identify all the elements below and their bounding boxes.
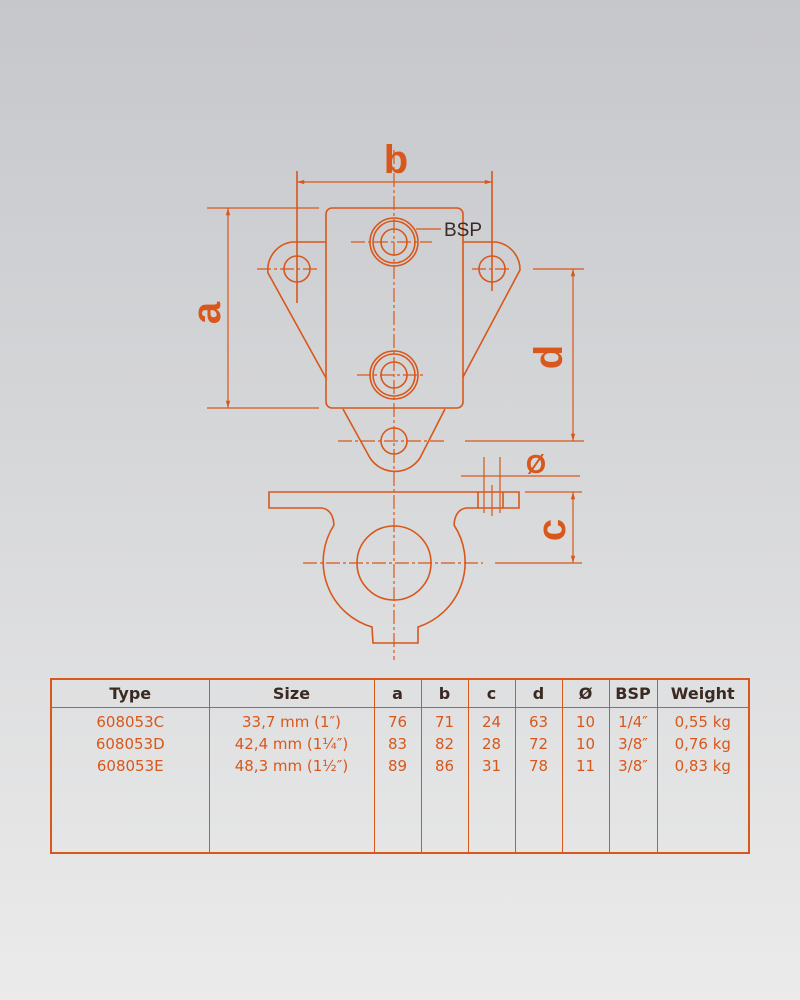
cell-b: 86 — [434, 757, 455, 775]
column-size: 33,7 mm (1″) 42,4 mm (1¼″) 48,3 mm (1½″) — [208, 707, 375, 853]
dimension-d-label: d — [527, 345, 571, 369]
technical-drawing: b a d c Ø BSP — [185, 138, 584, 660]
cell-weight: 0,83 kg — [674, 757, 731, 775]
header-size: Size — [208, 678, 375, 708]
cell-c: 28 — [481, 735, 502, 753]
cell-bsp: 1/4″ — [618, 713, 648, 731]
cell-size: 48,3 mm (1½″) — [234, 757, 349, 775]
dimension-b-label: b — [384, 138, 408, 182]
dimension-c-label: c — [530, 519, 574, 541]
cell-bsp: 3/8″ — [618, 735, 648, 753]
cell-d: 78 — [528, 757, 549, 775]
cell-bsp: 3/8″ — [618, 757, 648, 775]
column-b: 71 82 86 — [420, 707, 469, 853]
cell-a: 89 — [387, 757, 408, 775]
cell-d: 63 — [528, 713, 549, 731]
table-header-row: Type Size a b c d Ø BSP Weight — [50, 678, 750, 708]
column-c: 24 28 31 — [467, 707, 516, 853]
header-b: b — [420, 678, 469, 708]
cell-a: 83 — [387, 735, 408, 753]
cell-diameter: 10 — [575, 735, 596, 753]
cell-size: 42,4 mm (1¼″) — [234, 735, 349, 753]
left-flange — [267, 241, 327, 379]
cell-type: 608053C — [96, 713, 165, 731]
column-type: 608053C 608053D 608053E — [50, 707, 210, 853]
cell-c: 24 — [481, 713, 502, 731]
cell-size: 33,7 mm (1″) — [241, 713, 341, 731]
header-a: a — [373, 678, 422, 708]
cell-a: 76 — [387, 713, 408, 731]
bottom-tab — [342, 408, 446, 473]
dimension-a-label: a — [185, 301, 229, 324]
column-bsp: 1/4″ 3/8″ 3/8″ — [608, 707, 658, 853]
cell-c: 31 — [481, 757, 502, 775]
side-view — [268, 485, 520, 644]
column-d: 63 72 78 — [514, 707, 563, 853]
cell-type: 608053E — [96, 757, 164, 775]
header-type: Type — [50, 678, 210, 708]
table-body: 608053C 608053D 608053E 33,7 mm (1″) 42,4 mm… — [50, 707, 750, 853]
dimensions — [207, 179, 584, 564]
dimension-diameter-label: Ø — [526, 449, 546, 479]
cell-diameter: 10 — [575, 713, 596, 731]
cell-d: 72 — [528, 735, 549, 753]
header-d: d — [514, 678, 563, 708]
header-bsp: BSP — [608, 678, 658, 708]
cell-b: 71 — [434, 713, 455, 731]
cell-weight: 0,76 kg — [674, 735, 731, 753]
top-view — [257, 150, 521, 660]
column-diameter: 10 10 11 — [561, 707, 610, 853]
right-flange — [462, 241, 521, 378]
cell-diameter: 11 — [575, 757, 596, 775]
header-diameter: Ø — [561, 678, 610, 708]
column-weight: 0,55 kg 0,76 kg 0,83 kg — [656, 707, 750, 853]
cell-b: 82 — [434, 735, 455, 753]
cell-weight: 0,55 kg — [674, 713, 731, 731]
column-a: 76 83 89 — [373, 707, 422, 853]
header-weight: Weight — [656, 678, 750, 708]
bsp-label: BSP — [444, 220, 482, 241]
cell-type: 608053D — [95, 735, 165, 753]
header-c: c — [467, 678, 516, 708]
